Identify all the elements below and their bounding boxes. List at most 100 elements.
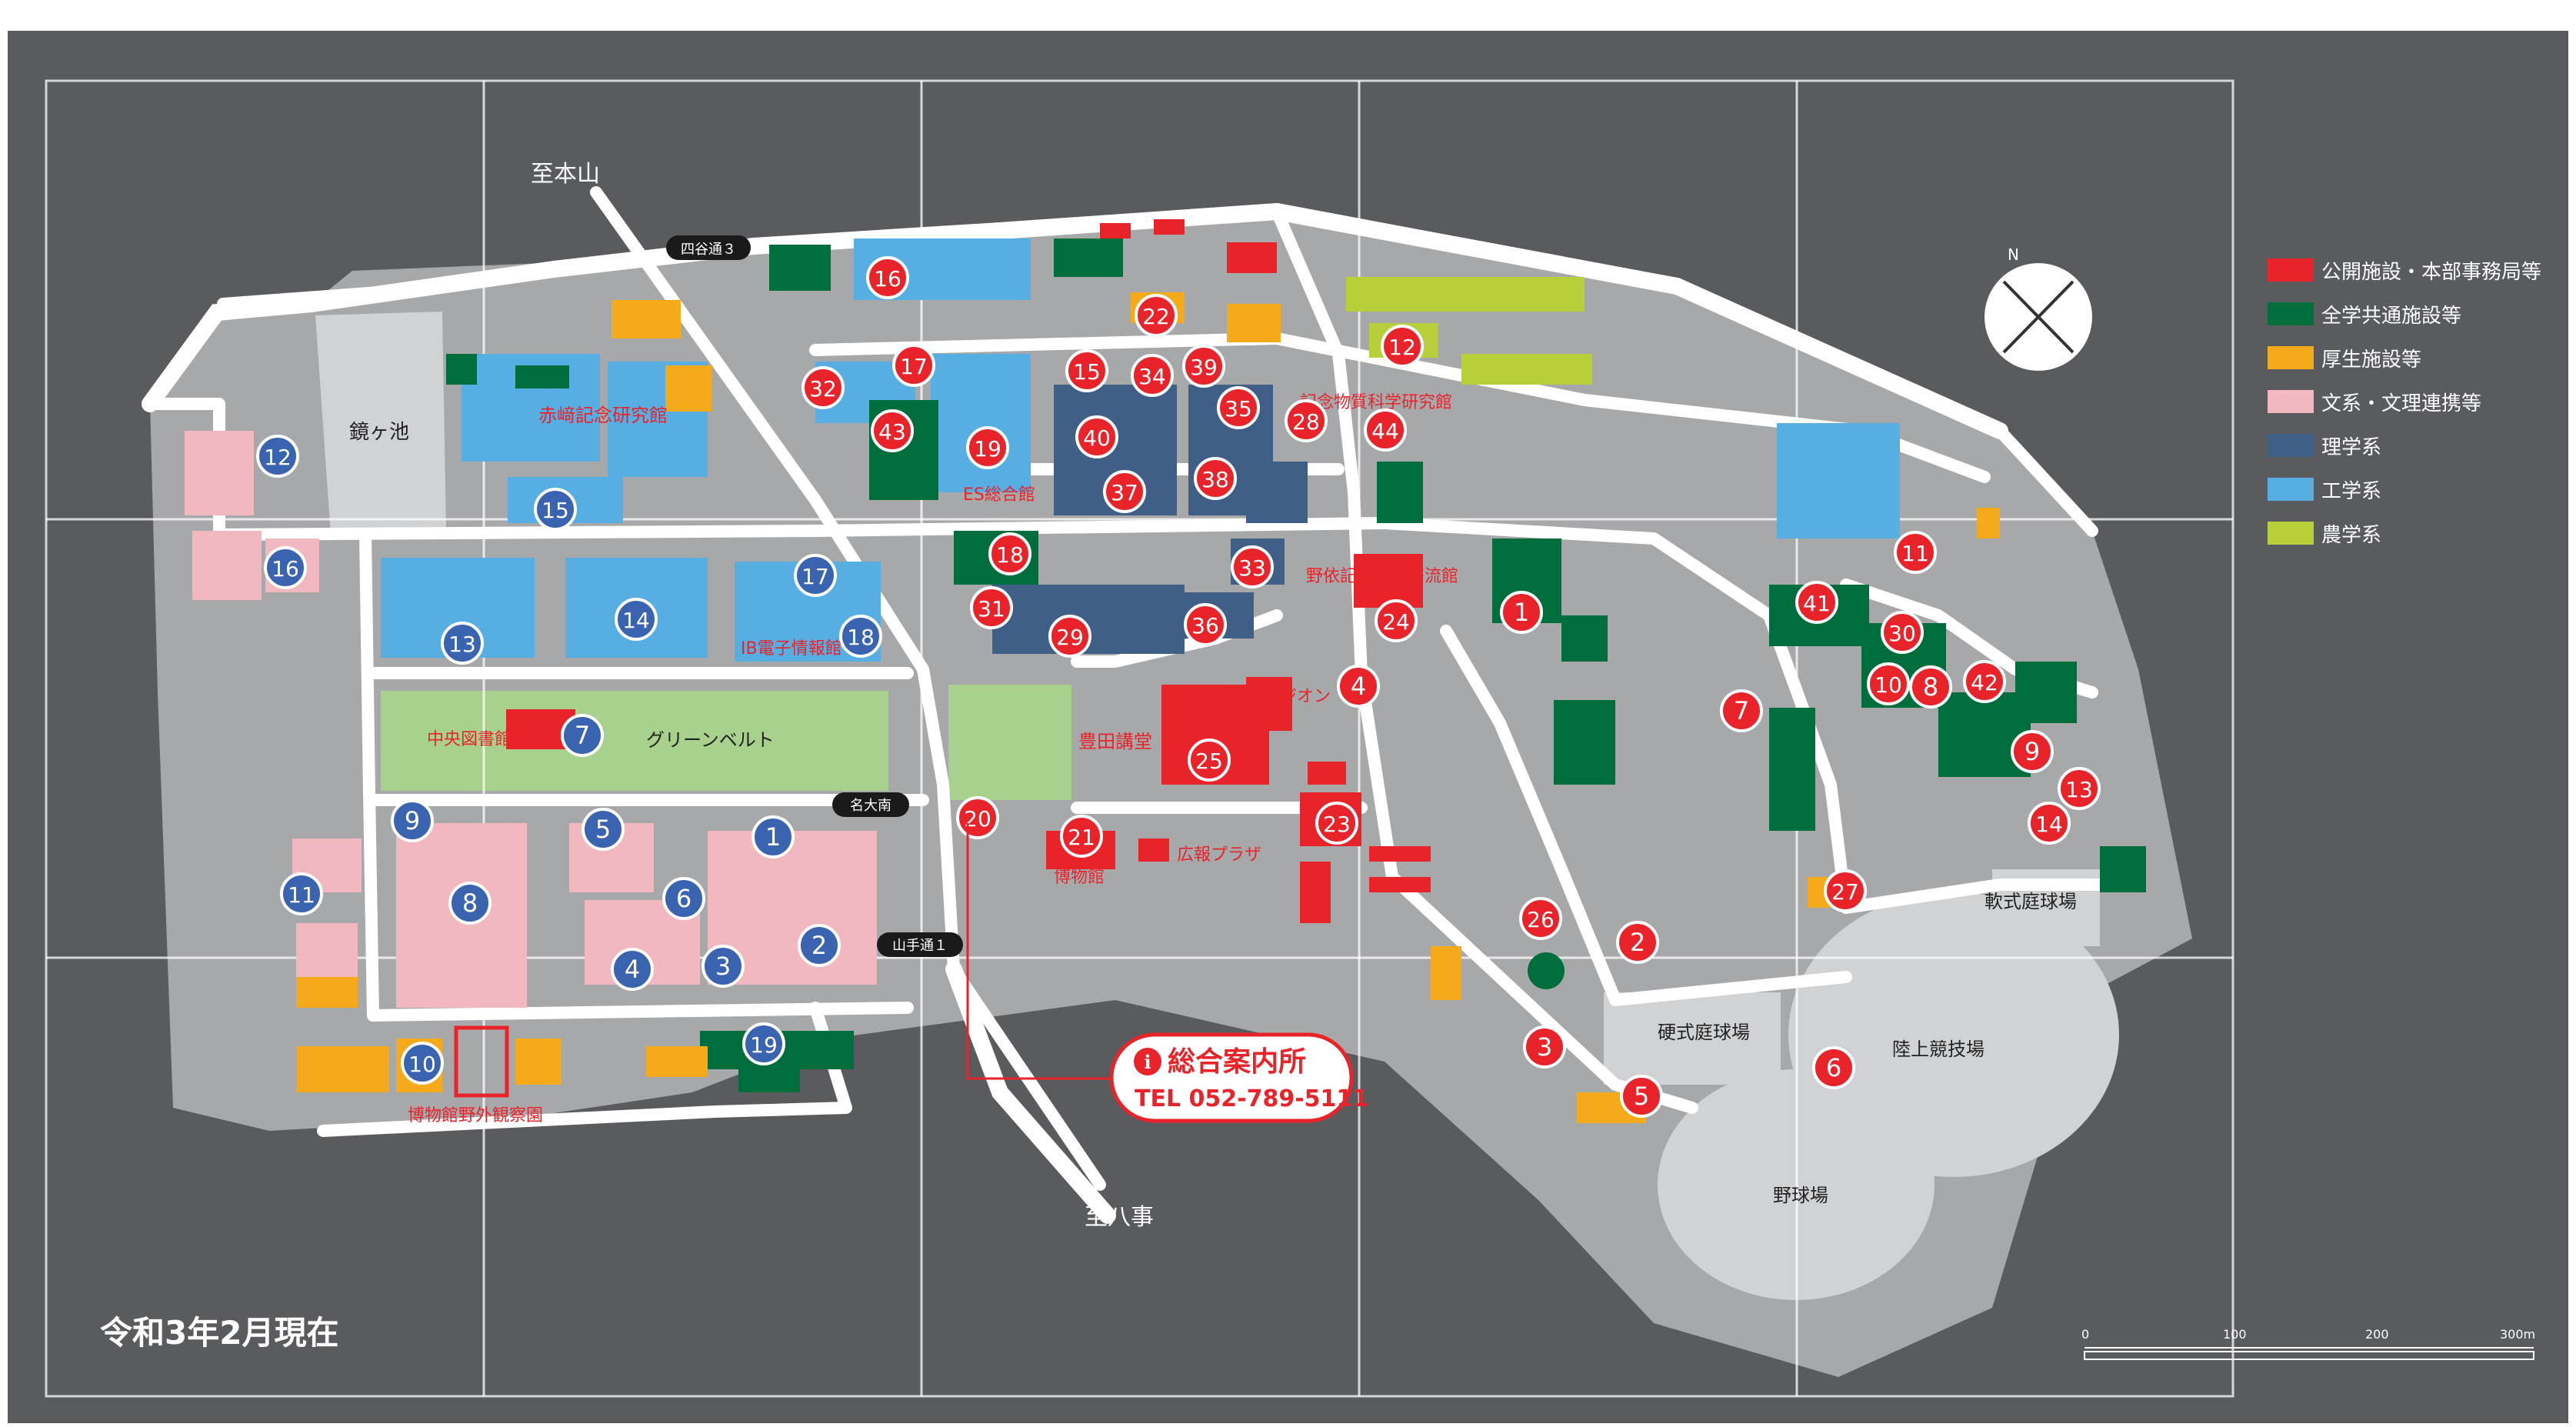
label-symposion[interactable]: シンポジオン [1229, 687, 1331, 706]
label-library[interactable]: 中央図書館 [427, 730, 512, 749]
red-marker-33[interactable]: 33 [1231, 545, 1274, 588]
red-marker-3[interactable]: 3 [1523, 1025, 1566, 1069]
museum-garden-box[interactable] [454, 1025, 509, 1098]
red-marker-24[interactable]: 24 [1375, 599, 1418, 642]
label-softball[interactable]: 軟式庭球場 [1984, 891, 2077, 912]
red-marker-37[interactable]: 37 [1103, 470, 1146, 513]
hardball-court[interactable] [1604, 992, 1781, 1085]
red-marker-43[interactable]: 43 [871, 409, 914, 452]
label-akasaki[interactable]: 赤﨑記念研究館 [538, 405, 668, 426]
red-marker-25[interactable]: 25 [1188, 739, 1231, 782]
scale-bar: 0 100 200 300m [2081, 1327, 2535, 1360]
red-marker-12[interactable]: 12 [1381, 325, 1424, 368]
blue-marker-4[interactable]: 4 [611, 948, 654, 991]
red-marker-5[interactable]: 5 [1620, 1075, 1663, 1118]
red-marker-4[interactable]: 4 [1337, 665, 1380, 708]
blue-marker-6[interactable]: 6 [662, 877, 705, 920]
blue-marker-11[interactable]: 11 [280, 872, 323, 915]
blue-marker-3[interactable]: 3 [701, 945, 745, 988]
red-marker-15[interactable]: 15 [1065, 349, 1108, 392]
red-marker-32[interactable]: 32 [801, 366, 845, 409]
blue-marker-1[interactable]: 1 [751, 815, 795, 859]
greenbelt-area[interactable] [381, 691, 888, 791]
red-marker-35[interactable]: 35 [1217, 386, 1260, 429]
red-marker-14[interactable]: 14 [2028, 802, 2071, 845]
red-marker-8[interactable]: 8 [1909, 665, 1952, 708]
svg-text:N: N [2008, 245, 2019, 264]
blue-marker-circle [742, 1022, 785, 1065]
red-marker-11[interactable]: 11 [1894, 531, 1937, 574]
label-es[interactable]: ES総合館 [963, 485, 1035, 505]
label-koho[interactable]: 広報プラザ [1177, 845, 1261, 865]
blue-marker-number: 17 [801, 564, 829, 589]
red-marker-31[interactable]: 31 [970, 586, 1013, 629]
blue-marker-circle [839, 615, 882, 658]
blue-marker-16[interactable]: 16 [264, 546, 307, 589]
red-marker-30[interactable]: 30 [1881, 611, 1924, 654]
red-marker-number: 6 [1826, 1053, 1841, 1082]
red-marker-27[interactable]: 27 [1824, 869, 1867, 912]
red-marker-44[interactable]: 44 [1364, 408, 1407, 452]
blue-marker-12[interactable]: 12 [256, 435, 299, 478]
kagamigaike-pond[interactable] [315, 312, 446, 535]
blue-marker-14[interactable]: 14 [615, 598, 658, 641]
blue-marker-circle [611, 948, 654, 991]
red-marker-38[interactable]: 38 [1194, 457, 1237, 500]
label-museum[interactable]: 博物館 [1054, 868, 1105, 887]
red-marker-29[interactable]: 29 [1048, 615, 1091, 658]
red-marker-22[interactable]: 22 [1135, 294, 1178, 337]
red-marker-19[interactable]: 19 [966, 426, 1009, 469]
legend-swatch-4 [2268, 434, 2314, 457]
red-marker-1[interactable]: 1 [1500, 591, 1543, 634]
label-physics[interactable]: 記念物質科学研究館 [1300, 393, 1452, 412]
red-marker-36[interactable]: 36 [1184, 603, 1227, 646]
blue-marker-15[interactable]: 15 [534, 488, 577, 531]
red-marker-40[interactable]: 40 [1075, 415, 1118, 458]
red-marker-39[interactable]: 39 [1182, 345, 1225, 388]
blue-marker-19[interactable]: 19 [742, 1022, 785, 1065]
label-hardball[interactable]: 硬式庭球場 [1658, 1022, 1750, 1043]
label-museum-garden[interactable]: 博物館野外観察園 [408, 1106, 543, 1125]
red-marker-6[interactable]: 6 [1812, 1046, 1855, 1089]
red-marker-10[interactable]: 10 [1867, 662, 1910, 705]
blue-marker-2[interactable]: 2 [798, 924, 841, 967]
label-toyoda[interactable]: 豊田講堂 [1078, 731, 1152, 752]
blue-marker-13[interactable]: 13 [441, 622, 484, 665]
red-marker-number: 13 [2065, 777, 2093, 802]
blue-marker-18[interactable]: 18 [839, 615, 882, 658]
label-kagamigaike[interactable]: 鏡ヶ池 [349, 421, 409, 444]
campus-area[interactable] [150, 212, 2192, 1377]
red-marker-41[interactable]: 41 [1795, 581, 1838, 624]
blue-marker-8[interactable]: 8 [448, 882, 492, 925]
red-marker-18[interactable]: 18 [988, 532, 1031, 575]
info-callout[interactable]: i 総合案内所 TEL 052-789-5111 [966, 823, 1368, 1123]
red-marker-20[interactable]: 20 [956, 796, 999, 839]
label-greenbelt[interactable]: グリーンベルト [646, 729, 775, 751]
blue-marker-5[interactable]: 5 [582, 808, 625, 851]
blue-marker-17[interactable]: 17 [794, 554, 837, 597]
red-marker-21[interactable]: 21 [1060, 815, 1103, 858]
red-marker-23[interactable]: 23 [1315, 802, 1358, 845]
blue-marker-number: 4 [625, 955, 640, 984]
red-marker-2[interactable]: 2 [1616, 921, 1659, 964]
red-marker-9[interactable]: 9 [2011, 730, 2054, 773]
label-track[interactable]: 陸上競技場 [1892, 1039, 1984, 1060]
red-marker-26[interactable]: 26 [1519, 897, 1562, 940]
red-marker-13[interactable]: 13 [2058, 767, 2101, 810]
blue-marker-10[interactable]: 10 [401, 1042, 444, 1085]
red-marker-16[interactable]: 16 [866, 256, 909, 299]
blue-marker-7[interactable]: 7 [561, 714, 604, 757]
red-marker-17[interactable]: 17 [892, 344, 935, 387]
red-marker-circle [1500, 591, 1543, 634]
road-yotsuya: 四谷通３ [681, 242, 736, 258]
red-marker-7[interactable]: 7 [1720, 689, 1763, 732]
red-marker-28[interactable]: 28 [1285, 399, 1328, 442]
red-marker-42[interactable]: 42 [1963, 660, 2006, 703]
label-ib[interactable]: IB電子情報館 [741, 639, 842, 658]
label-baseball[interactable]: 野球場 [1773, 1185, 1828, 1206]
red-marker-number: 17 [900, 354, 928, 379]
label-noyori[interactable]: 野依記念学術交流館 [1306, 567, 1458, 586]
blue-marker-9[interactable]: 9 [391, 799, 434, 842]
red-marker-34[interactable]: 34 [1131, 354, 1174, 397]
greenbelt-east[interactable] [948, 685, 1071, 800]
